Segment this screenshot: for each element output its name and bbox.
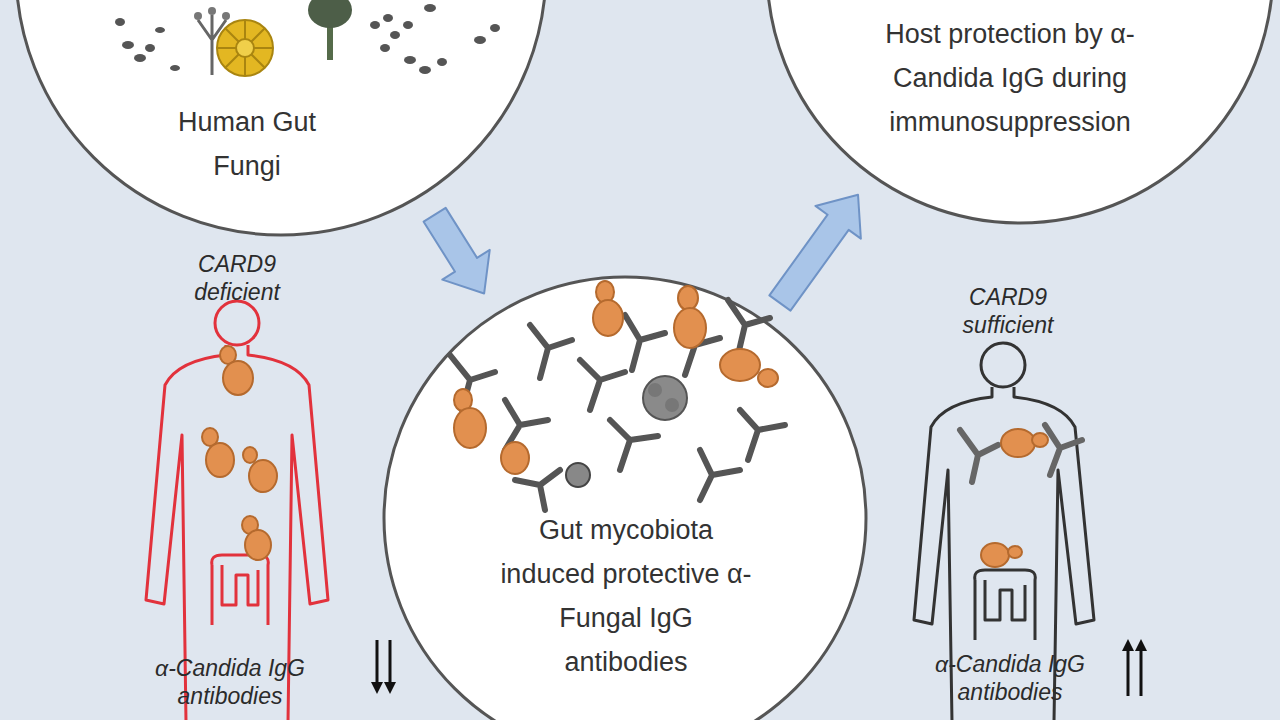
block-arrow (769, 195, 860, 311)
decrease-arrows (377, 640, 390, 688)
spore-cells (566, 376, 687, 487)
genotype-label: CARD9 deficient (172, 250, 302, 306)
antibody-level-label: α-Candida IgG antibodies (908, 650, 1113, 706)
antibody-icons (450, 300, 785, 510)
block-arrow (424, 208, 490, 294)
genotype-label: CARD9 sufficient (943, 283, 1073, 339)
fungi-icons (115, 0, 500, 76)
fungi-circle: Human Gut Fungi (14, 0, 548, 237)
circle-shape (767, 0, 1273, 223)
node-text: Gut mycobiota induced protective α-Funga… (499, 508, 754, 684)
protection-circle: Host protection by α-Candida IgG during … (765, 0, 1275, 225)
yeast-cells (454, 281, 778, 474)
text-wrap: Human Gut Fungi (165, 100, 330, 188)
text-wrap: Gut mycobiota induced protective α-Funga… (499, 508, 754, 684)
node-text: Human Gut Fungi (165, 100, 330, 188)
node-text: Host protection by α-Candida IgG during … (838, 12, 1183, 144)
increase-arrows (1128, 645, 1141, 696)
yeast-cells (202, 346, 277, 560)
antibody-icons (960, 425, 1082, 482)
antibody-circle: Gut mycobiota induced protective α-Funga… (382, 275, 868, 720)
circle-shape (384, 277, 866, 720)
text-wrap: Host protection by α-Candida IgG during … (838, 12, 1183, 144)
antibody-level-label: α-Candida IgG antibodies (128, 654, 333, 710)
circle-shape (16, 0, 546, 235)
yeast-cells (981, 429, 1048, 567)
